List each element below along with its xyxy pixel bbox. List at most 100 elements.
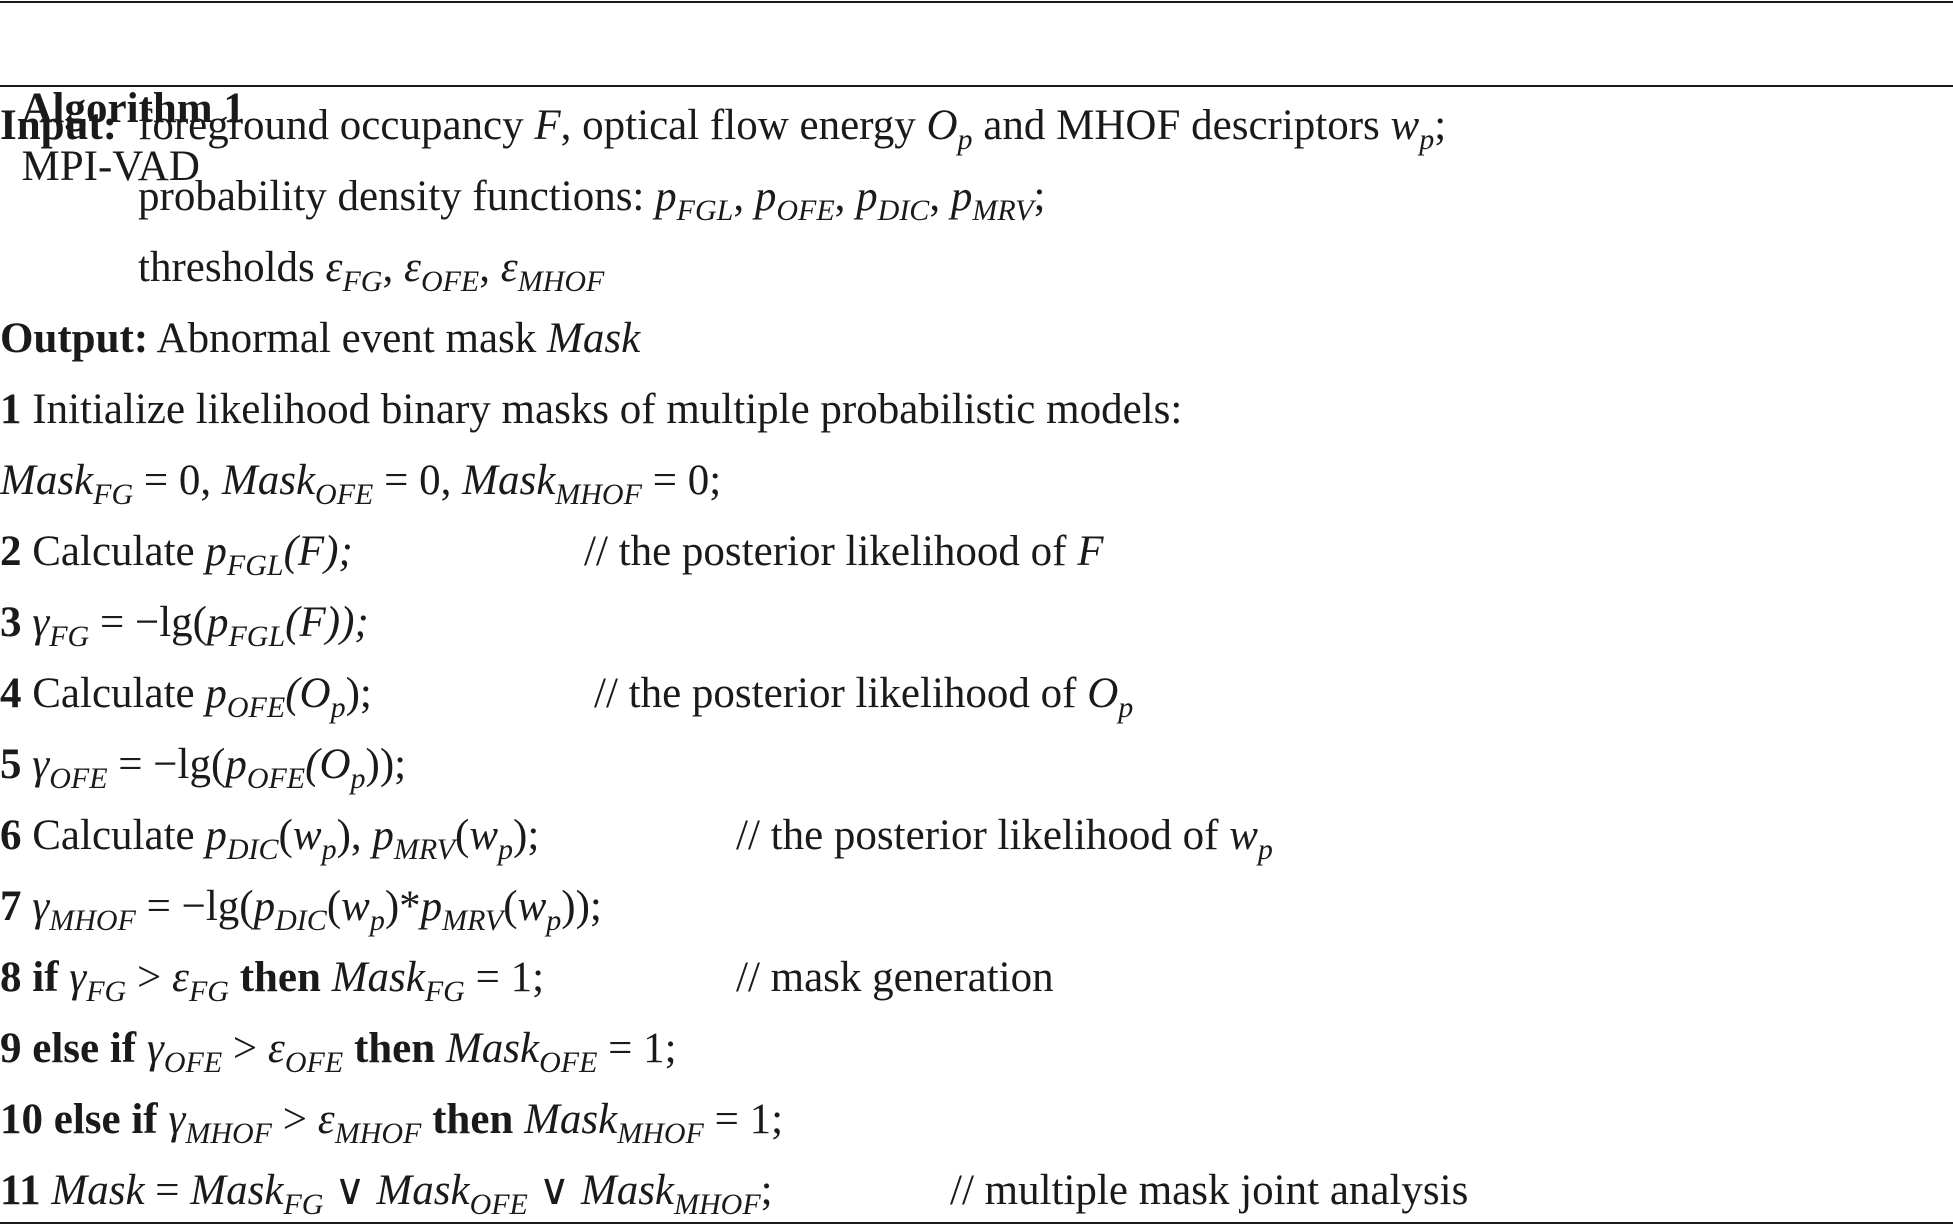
var-F: F bbox=[534, 102, 561, 149]
subscript: OFE bbox=[315, 478, 374, 511]
subscript: MHOF bbox=[555, 478, 642, 511]
keyword-else-if: else if bbox=[21, 1025, 147, 1072]
subscript: p bbox=[546, 904, 562, 937]
text-fragment: (O bbox=[285, 670, 331, 717]
text-fragment: ; bbox=[760, 1167, 773, 1214]
step-8-comment: // mask generation bbox=[736, 949, 1054, 1007]
text-fragment: ∨ bbox=[323, 1167, 377, 1214]
var-p: p bbox=[754, 173, 777, 220]
output-label: Output: bbox=[0, 315, 149, 362]
text-fragment: Abnormal event mask bbox=[148, 315, 548, 362]
step-8: 8 if γFG > εFG then MaskFG = 1; bbox=[0, 949, 544, 1007]
var-mask: Mask bbox=[0, 457, 94, 504]
comment-text: // mask generation bbox=[736, 954, 1054, 1001]
step-6: 6 Calculate pDIC(wp), pMRV(wp); bbox=[0, 807, 539, 865]
output-line: Output: Abnormal event mask Mask bbox=[0, 310, 640, 368]
text-fragment: and MHOF descriptors bbox=[972, 102, 1391, 149]
header-rule bbox=[0, 85, 1953, 87]
comment-text: // multiple mask joint analysis bbox=[950, 1167, 1469, 1214]
subscript: OFE bbox=[49, 762, 108, 795]
subscript: MRV bbox=[393, 833, 455, 866]
var-epsilon: ε bbox=[325, 244, 343, 291]
subscript: FG bbox=[424, 975, 465, 1008]
step-number: 4 bbox=[0, 670, 22, 717]
text-fragment: , bbox=[733, 173, 755, 220]
text-fragment: (O bbox=[305, 741, 351, 788]
text-fragment: = −lg( bbox=[89, 599, 207, 646]
subscript: OFE bbox=[420, 265, 480, 298]
step-number: 10 bbox=[0, 1096, 43, 1143]
text-fragment: (F)); bbox=[285, 599, 369, 646]
subscript: FG bbox=[283, 1188, 324, 1221]
paren: ) bbox=[384, 883, 400, 930]
paren: ( bbox=[503, 883, 518, 930]
text-fragment: > bbox=[126, 954, 172, 1001]
subscript: FGL bbox=[228, 620, 286, 653]
step-11-comment: // multiple mask joint analysis bbox=[950, 1162, 1468, 1220]
subscript: p bbox=[1419, 123, 1435, 156]
var-p: p bbox=[655, 173, 677, 220]
subscript: FGL bbox=[226, 549, 284, 582]
text-fragment: Calculate bbox=[21, 812, 206, 859]
bottom-rule bbox=[0, 1222, 1953, 1224]
var-O: O bbox=[926, 102, 958, 149]
text-fragment: ; bbox=[1033, 173, 1046, 220]
var-w: w bbox=[341, 883, 370, 930]
subscript: FG bbox=[342, 265, 383, 298]
subscript: OFE bbox=[469, 1188, 528, 1221]
var-mask: Mask bbox=[376, 1167, 470, 1214]
keyword-then: then bbox=[343, 1025, 446, 1072]
var-mask: Mask bbox=[462, 457, 556, 504]
var-p: p bbox=[205, 670, 227, 717]
comment-text: // the posterior likelihood of bbox=[594, 670, 1088, 717]
var-mask: Mask bbox=[221, 457, 316, 504]
var-p: p bbox=[206, 599, 229, 646]
step-9: 9 else if γOFE > εOFE then MaskOFE = 1; bbox=[0, 1020, 677, 1078]
keyword-if: if bbox=[21, 954, 70, 1001]
text-fragment: = 1; bbox=[703, 1096, 784, 1143]
var-mask: Mask bbox=[524, 1096, 618, 1143]
var-p: p bbox=[253, 883, 276, 930]
subscript: MHOF bbox=[49, 904, 136, 937]
step-11: 11 Mask = MaskFG ∨ MaskOFE ∨ MaskMHOF; bbox=[0, 1162, 773, 1220]
step-6-comment: // the posterior likelihood of wp bbox=[736, 807, 1273, 865]
subscript: p bbox=[957, 123, 973, 156]
var-gamma: γ bbox=[21, 599, 50, 646]
text-fragment: > bbox=[222, 1025, 268, 1072]
step-number: 11 bbox=[0, 1167, 41, 1214]
comment-text: // the posterior likelihood of bbox=[584, 528, 1078, 575]
paren: ); bbox=[513, 812, 540, 859]
subscript: OFE bbox=[284, 1046, 344, 1079]
algorithm-label: Algorithm 1 bbox=[21, 85, 245, 132]
text-fragment: (F); bbox=[283, 528, 353, 575]
text-fragment: , optical flow energy bbox=[560, 102, 927, 149]
paren: ( bbox=[455, 812, 470, 859]
subscript: FG bbox=[188, 975, 229, 1008]
text-fragment: ∨ bbox=[527, 1167, 581, 1214]
subscript: OFE bbox=[226, 691, 286, 724]
text-fragment: foreground occupancy bbox=[138, 102, 535, 149]
algorithm-name: MPI-VAD bbox=[21, 143, 200, 190]
step-number: 6 bbox=[0, 812, 22, 859]
input-line-3: thresholds εFG, εOFE, εMHOF bbox=[138, 239, 604, 297]
subscript: MHOF bbox=[674, 1188, 761, 1221]
var-epsilon: ε bbox=[403, 244, 421, 291]
text-fragment: = −lg( bbox=[107, 741, 226, 788]
step-number: 9 bbox=[0, 1025, 22, 1072]
text-fragment: = 0; bbox=[641, 457, 722, 504]
text-fragment: = 0, bbox=[133, 457, 222, 504]
step-1-masks: MaskFG = 0, MaskOFE = 0, MaskMHOF = 0; bbox=[0, 452, 721, 510]
text-fragment: > bbox=[271, 1096, 318, 1143]
var-mask: Mask bbox=[580, 1167, 675, 1214]
keyword-else-if: else if bbox=[43, 1096, 169, 1143]
step-2-comment: // the posterior likelihood of F bbox=[584, 523, 1104, 581]
subscript: p bbox=[321, 833, 337, 866]
text-fragment: ); bbox=[345, 670, 372, 717]
var-gamma: γ bbox=[168, 1096, 186, 1143]
text-fragment: , bbox=[834, 173, 857, 220]
text-fragment: ; bbox=[1434, 102, 1447, 149]
var-p: p bbox=[950, 173, 973, 220]
paren: ( bbox=[326, 883, 342, 930]
text-fragment: * bbox=[399, 883, 421, 930]
var-gamma: γ bbox=[146, 1025, 164, 1072]
